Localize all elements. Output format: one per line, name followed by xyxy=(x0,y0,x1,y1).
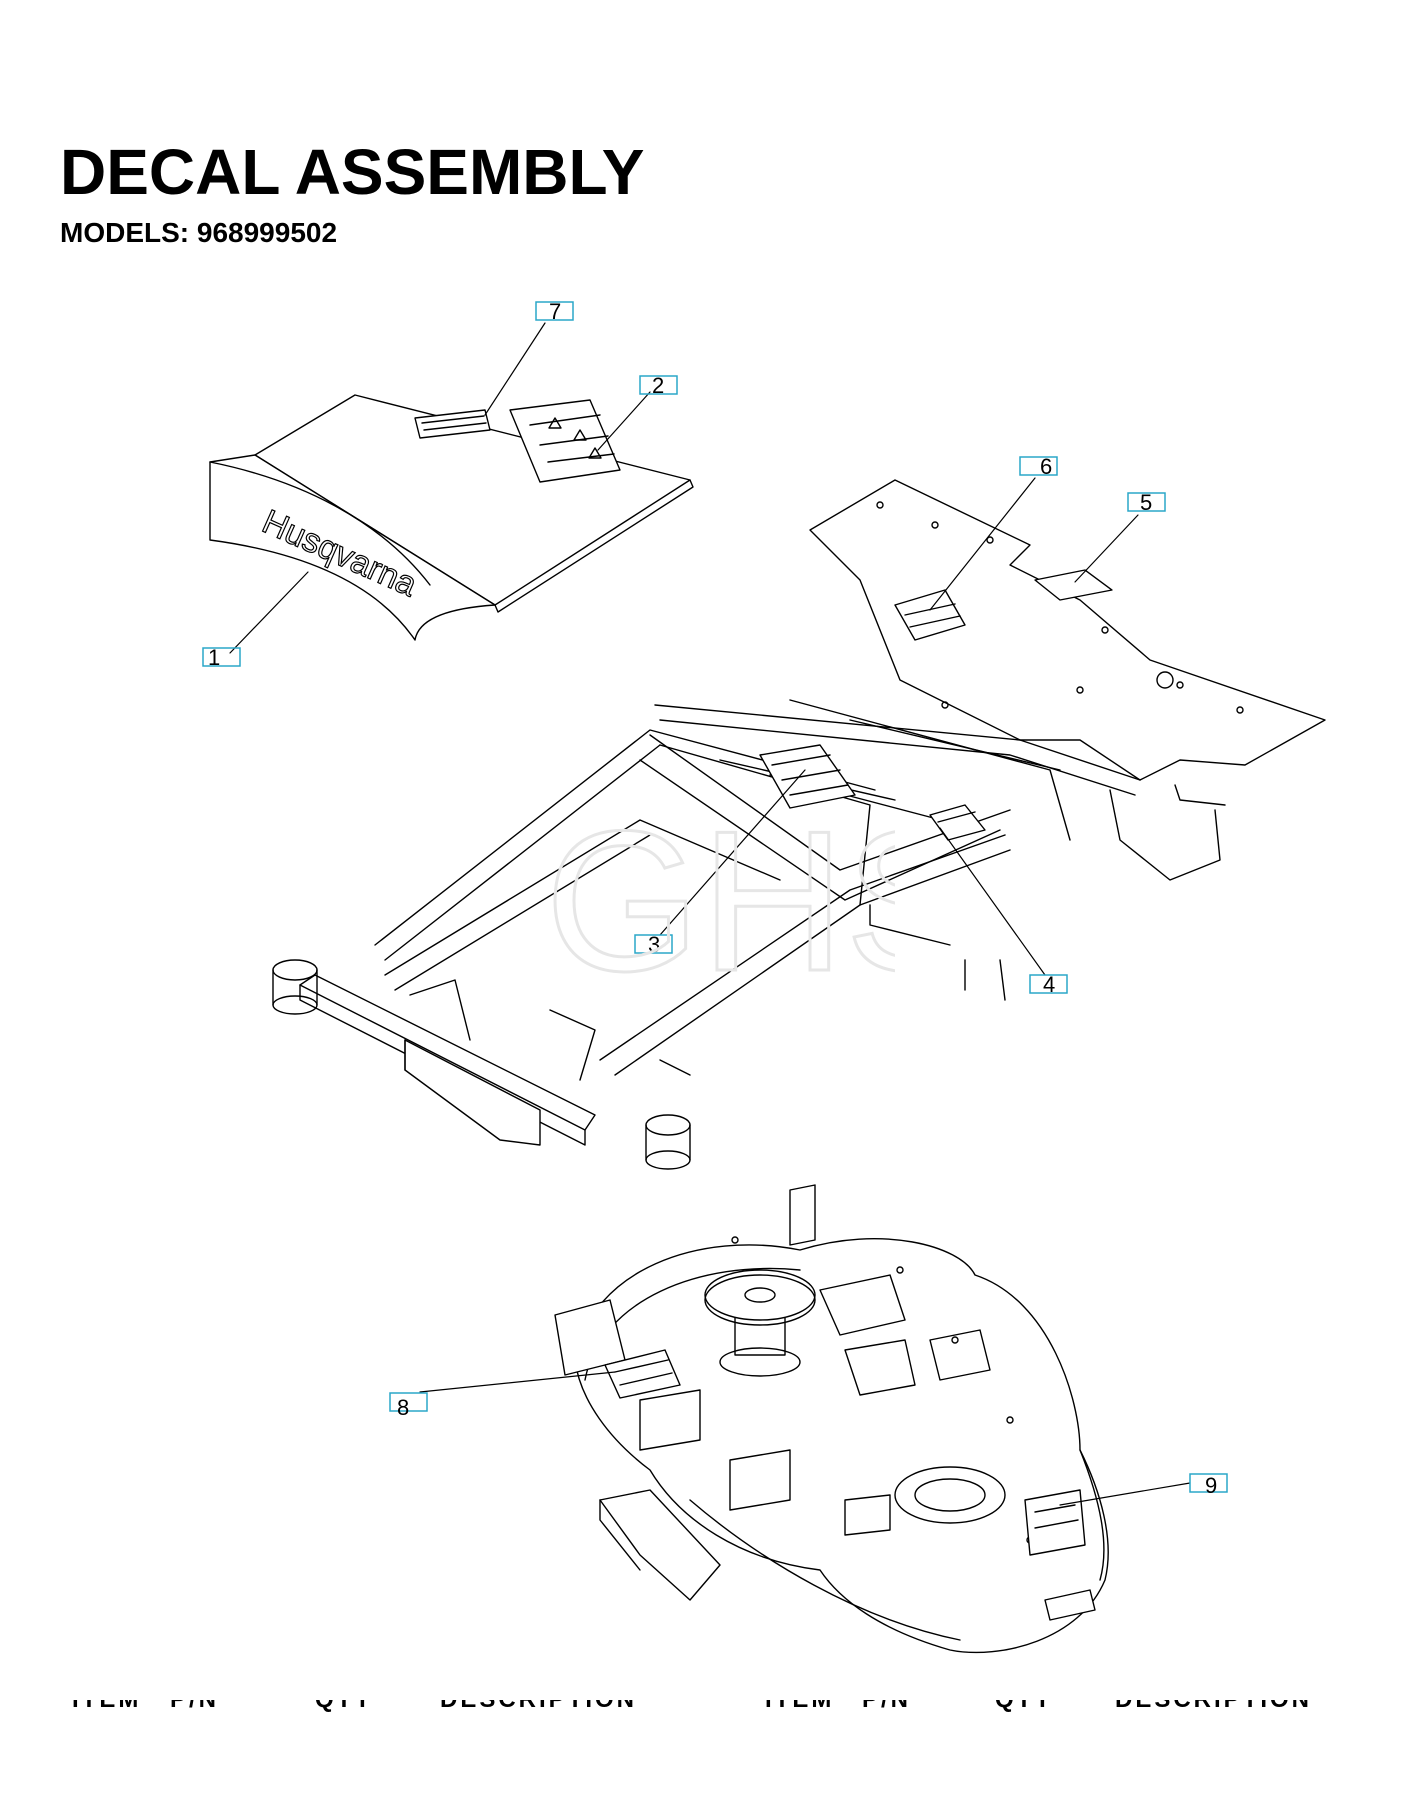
col-pn-1: P/N xyxy=(170,1700,219,1712)
callout-7-label: 7 xyxy=(549,299,561,324)
decal-9-shape xyxy=(1024,1489,1086,1556)
decal-8-shape xyxy=(604,1349,681,1399)
col-item-2: ITEM xyxy=(765,1700,834,1712)
decal-3-shape xyxy=(759,744,856,809)
callout-3-label: 3 xyxy=(648,932,660,957)
col-description-1: DESCRIPTION xyxy=(440,1700,637,1712)
callout-6: 6 xyxy=(1019,454,1058,479)
chassis-frame xyxy=(272,479,1326,1170)
decal-2-shape xyxy=(509,399,621,483)
hood-panel xyxy=(209,394,694,641)
col-description-2: DESCRIPTION xyxy=(1115,1700,1312,1712)
mower-deck xyxy=(554,1184,1109,1654)
callout-8: 8 xyxy=(389,1392,428,1420)
callout-5-label: 5 xyxy=(1140,490,1152,515)
leader-lines xyxy=(229,322,1191,1506)
callout-3: 3 xyxy=(634,932,673,957)
parts-table-header-partial: ITEM P/N QTY DESCRIPTION ITEM P/N QTY DE… xyxy=(0,1700,1410,1720)
callout-8-label: 8 xyxy=(397,1395,409,1420)
decal-6-shape xyxy=(894,589,966,641)
callout-7: 7 xyxy=(535,299,574,324)
callout-9: 9 xyxy=(1189,1473,1228,1498)
col-qty-1: QTY xyxy=(315,1700,373,1712)
page-title: DECAL ASSEMBLY xyxy=(60,136,645,208)
callout-6-label: 6 xyxy=(1040,454,1052,479)
page-header: DECAL ASSEMBLY MODELS: 968999502 xyxy=(60,140,644,249)
page-subtitle: MODELS: 968999502 xyxy=(60,217,338,248)
callout-2-label: 2 xyxy=(652,373,664,398)
callout-1: 1 xyxy=(202,645,241,670)
callout-4-label: 4 xyxy=(1043,972,1055,997)
decal-7-shape xyxy=(414,409,491,439)
decal-5-shape xyxy=(1034,569,1113,601)
callout-1-label: 1 xyxy=(208,645,220,670)
callout-4: 4 xyxy=(1029,972,1068,997)
callout-9-label: 9 xyxy=(1205,1473,1217,1498)
col-item-1: ITEM xyxy=(72,1700,141,1712)
callout-2: 2 xyxy=(639,373,678,398)
col-pn-2: P/N xyxy=(862,1700,911,1712)
callout-5: 5 xyxy=(1127,490,1166,515)
col-qty-2: QTY xyxy=(995,1700,1053,1712)
